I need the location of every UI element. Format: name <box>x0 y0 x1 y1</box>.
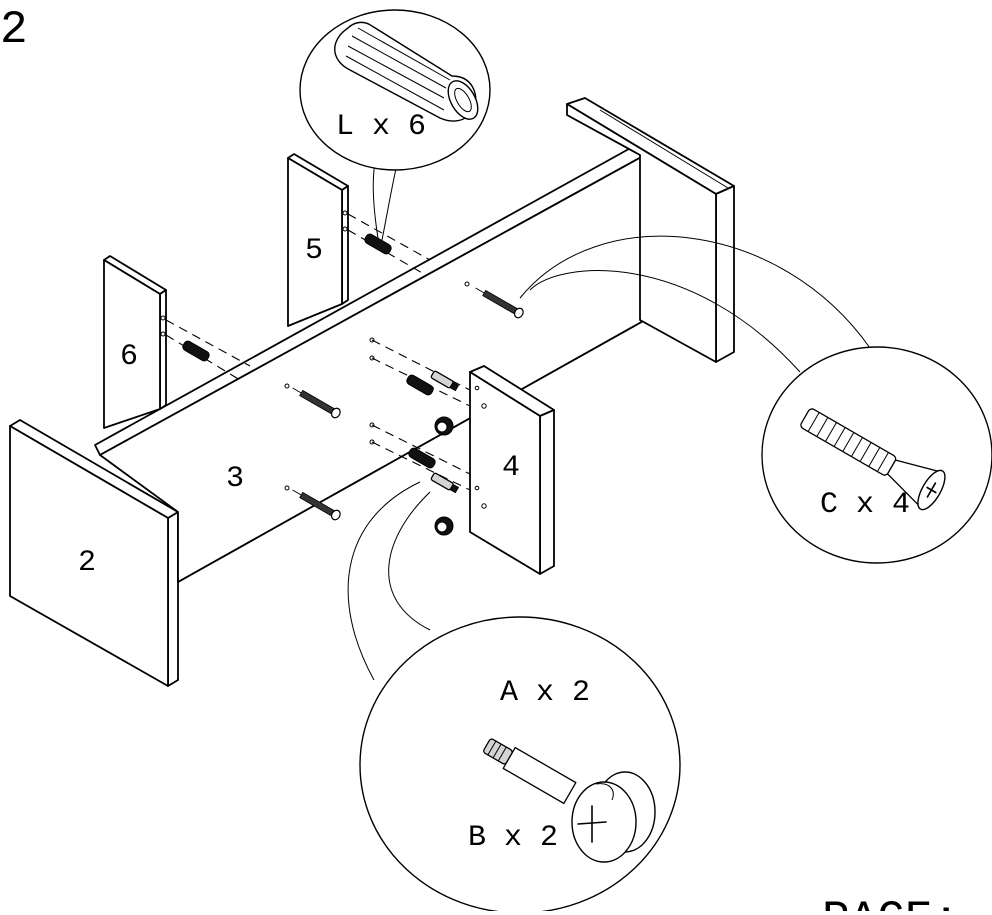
panel-5: 5 <box>287 153 349 327</box>
panel-6: 6 <box>103 255 167 429</box>
callout-screw: C x 4 <box>519 235 992 564</box>
panel-right-end <box>566 97 735 363</box>
panel-4: 4 <box>469 365 555 575</box>
panel-4-label: 4 <box>502 451 520 485</box>
dowels <box>182 233 436 469</box>
cam-lock-icon <box>571 771 656 863</box>
dowel-icon <box>334 21 479 122</box>
callout-dowel: L x 6 <box>299 9 491 241</box>
page-label: PAGE: <box>822 894 960 911</box>
callout-screw-label: C x 4 <box>820 488 910 522</box>
callout-cam: A x 2 B x 2 <box>347 481 681 914</box>
panel-2: 2 <box>9 419 179 687</box>
panel-6-label: 6 <box>120 340 138 374</box>
cam-bolt-icon <box>483 738 577 805</box>
panel-3: 3 <box>94 144 646 583</box>
panel-2-label: 2 <box>78 546 96 580</box>
callout-dowel-label: L x 6 <box>336 110 426 144</box>
callout-cam-lock-label: B x 2 <box>468 821 558 855</box>
screw-icon <box>800 408 946 511</box>
panel-3-label: 3 <box>226 462 244 496</box>
alignment-lines <box>165 213 471 491</box>
callout-cam-bolt-label: A x 2 <box>500 676 590 710</box>
cam-hardware <box>430 370 460 536</box>
panel-5-label: 5 <box>305 234 323 268</box>
screws <box>292 287 524 521</box>
step-number: 2 <box>0 4 28 56</box>
